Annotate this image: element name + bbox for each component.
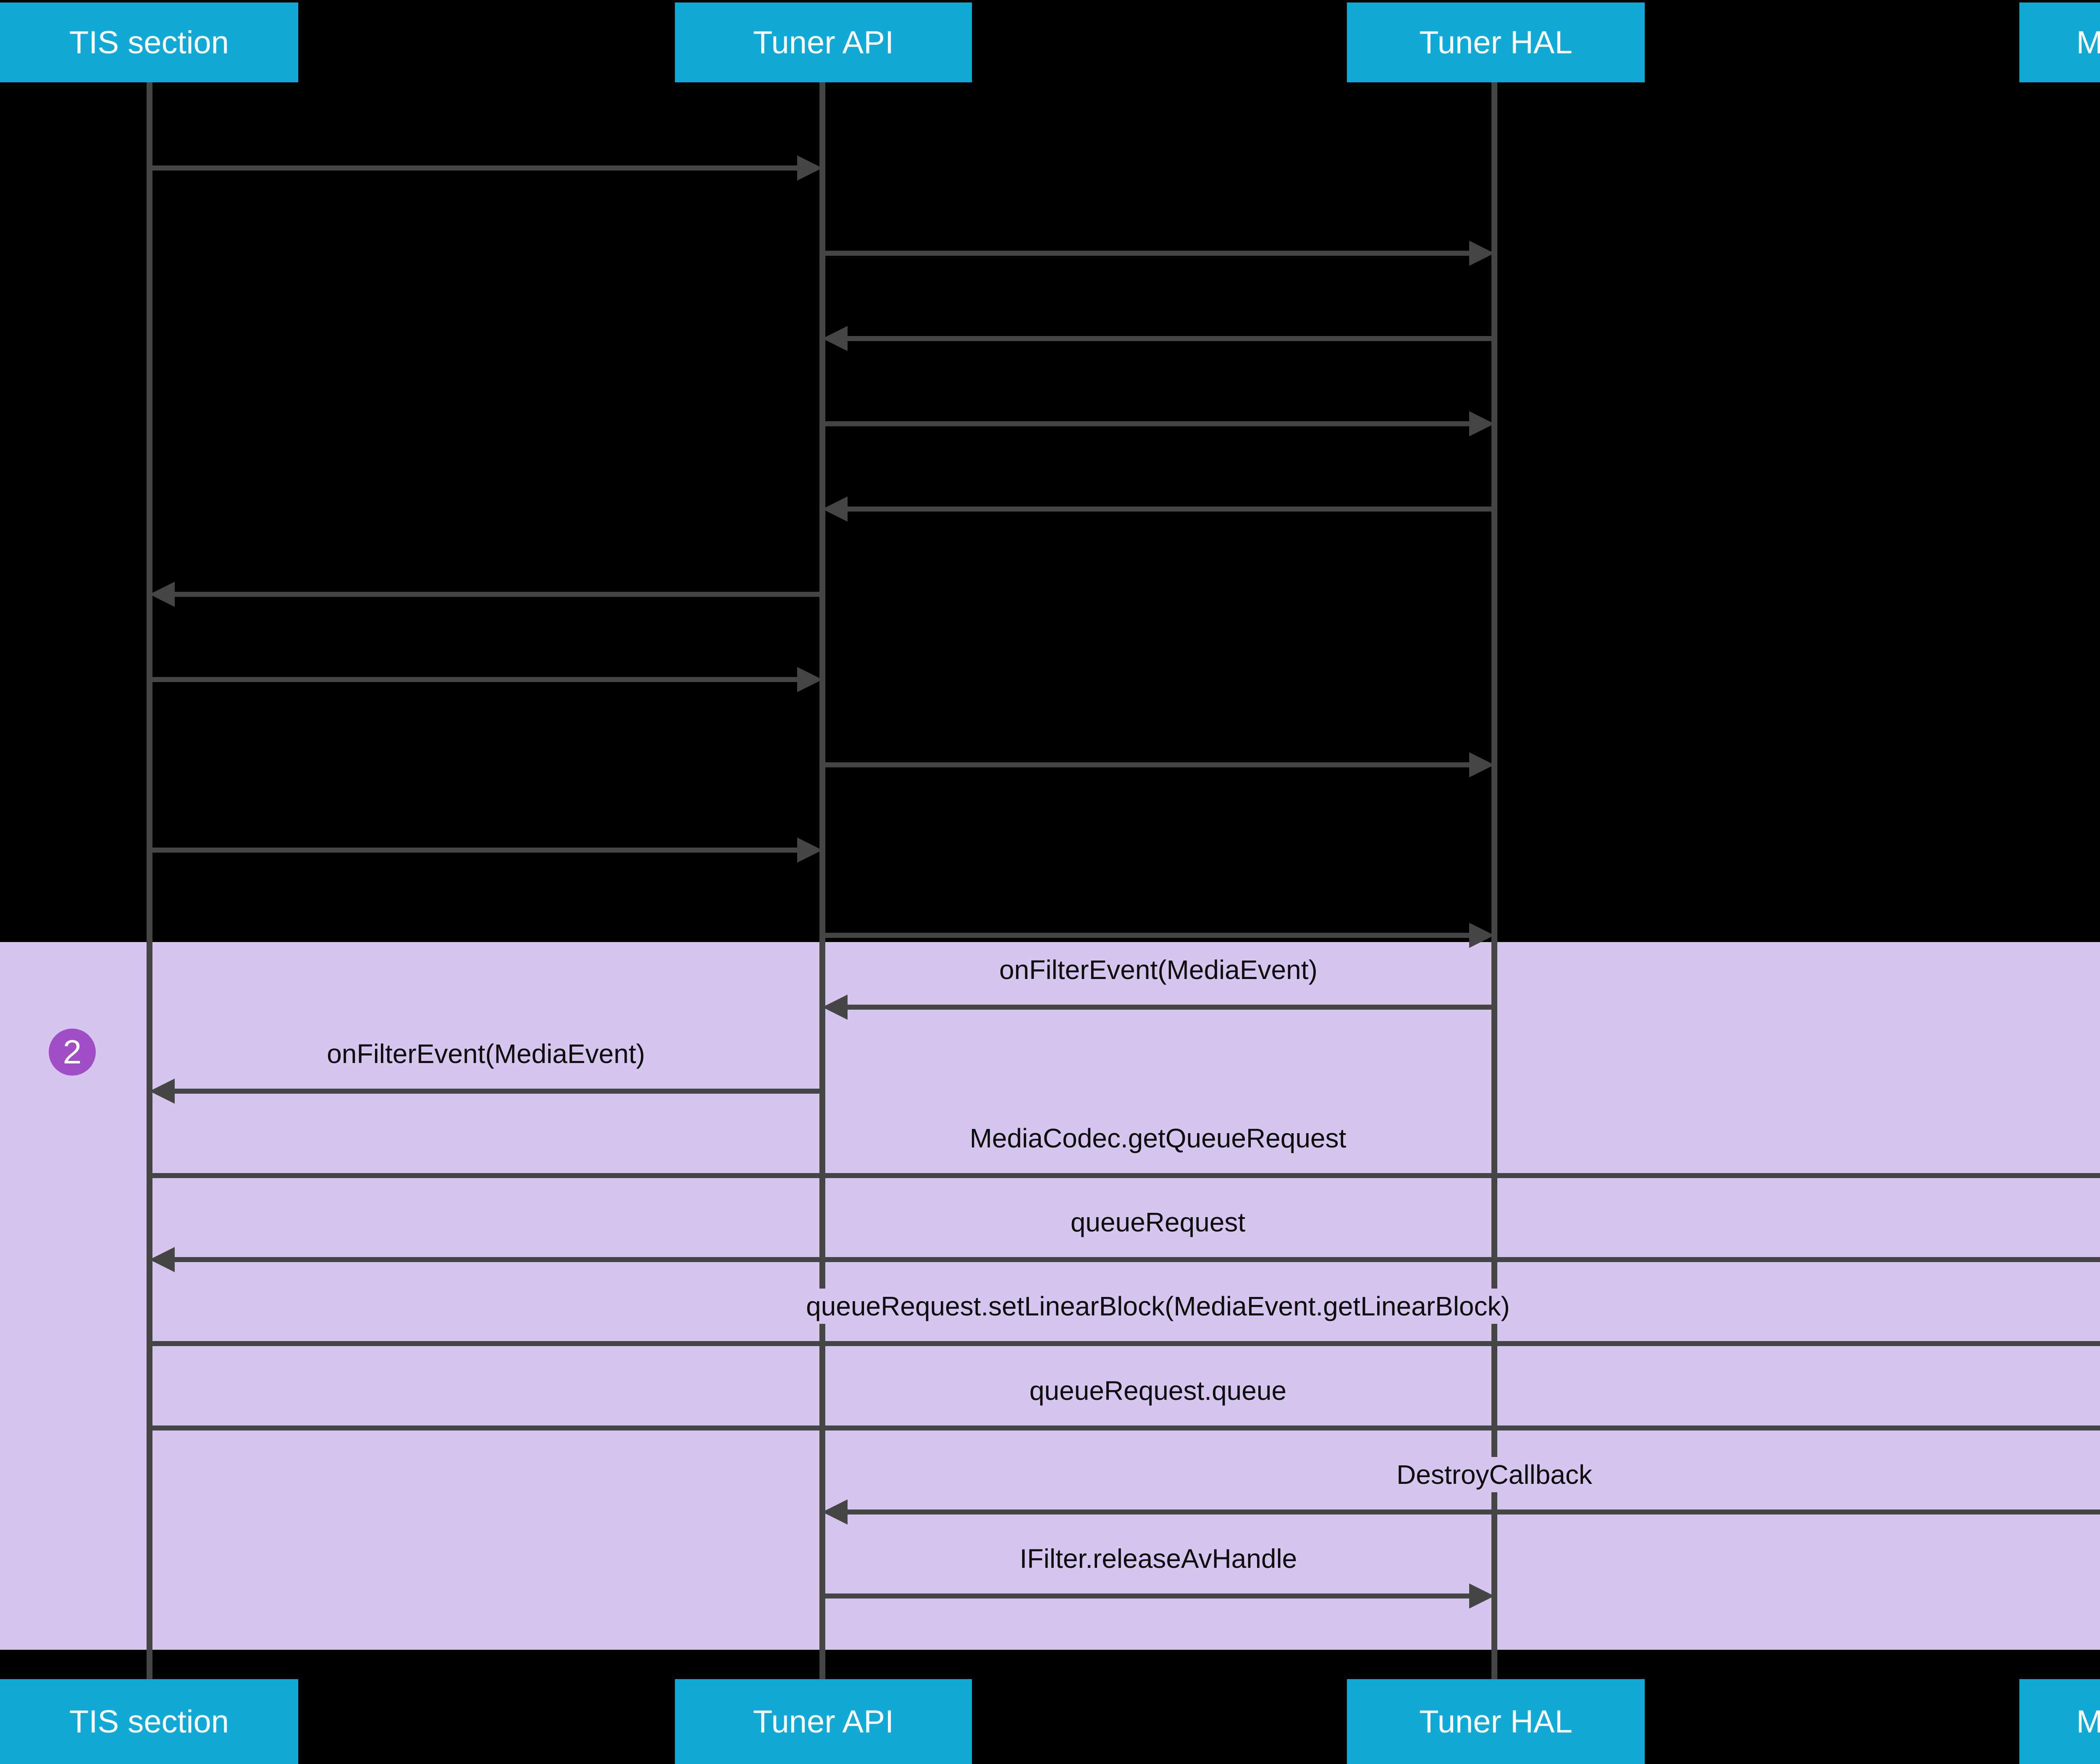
arrowhead-icon bbox=[797, 155, 822, 181]
message-line bbox=[150, 1173, 2100, 1178]
message-line bbox=[822, 933, 1486, 938]
message-line bbox=[822, 1593, 1486, 1599]
message-line bbox=[822, 251, 1486, 256]
actor-label: Tuner HAL bbox=[1419, 24, 1572, 60]
message-arrow bbox=[150, 1245, 2100, 1274]
arrowhead-icon bbox=[1469, 1583, 1494, 1609]
message-arrow bbox=[150, 1329, 2100, 1358]
arrowhead-icon bbox=[1469, 241, 1494, 266]
actor-label: MediaCodec bbox=[2076, 1704, 2100, 1740]
message-arrow bbox=[822, 495, 1494, 523]
message-label: queueRequest bbox=[1056, 1205, 1260, 1240]
message-arrow bbox=[150, 665, 822, 694]
arrowhead-icon bbox=[822, 1499, 848, 1525]
message-arrow bbox=[150, 1414, 2100, 1442]
arrowhead-icon bbox=[1469, 923, 1494, 948]
arrowhead-icon bbox=[822, 995, 848, 1020]
message-label: IFilter.releaseAvHandle bbox=[1005, 1541, 1312, 1576]
message-arrow bbox=[822, 751, 1494, 779]
message-line bbox=[150, 1425, 2100, 1431]
actor-label: Tuner API bbox=[753, 24, 894, 60]
arrowhead-icon bbox=[150, 1079, 175, 1104]
actor-header-top-mediacodec: MediaCodec bbox=[2019, 3, 2100, 82]
arrowhead-icon bbox=[822, 496, 848, 522]
message-label: queueRequest.queue bbox=[1015, 1373, 1301, 1408]
actor-label: TIS section bbox=[69, 1704, 229, 1740]
actor-label: MediaCodec bbox=[2076, 24, 2100, 60]
message-line bbox=[150, 677, 814, 682]
message-line bbox=[831, 336, 1494, 341]
actor-label: TIS section bbox=[69, 24, 229, 60]
actor-header-top-tis: TIS section bbox=[0, 3, 298, 82]
message-line bbox=[158, 1089, 822, 1094]
actor-header-top-tuner_hal: Tuner HAL bbox=[1347, 3, 1645, 82]
message-arrow bbox=[822, 1582, 1494, 1610]
actor-header-bottom-mediacodec: MediaCodec bbox=[2019, 1679, 2100, 1764]
message-arrow bbox=[822, 1498, 2100, 1526]
message-line bbox=[150, 165, 814, 171]
message-arrow bbox=[822, 324, 1494, 353]
message-label: onFilterEvent(MediaEvent) bbox=[312, 1036, 659, 1071]
message-line bbox=[831, 507, 1494, 512]
message-label: onFilterEvent(MediaEvent) bbox=[985, 952, 1332, 987]
lifeline-tuner_api bbox=[819, 82, 825, 1679]
message-arrow bbox=[822, 921, 1494, 950]
actor-header-top-tuner_api: Tuner API bbox=[675, 3, 972, 82]
arrowhead-icon bbox=[150, 582, 175, 607]
actor-header-bottom-tuner_api: Tuner API bbox=[675, 1679, 972, 1764]
arrowhead-icon bbox=[1469, 411, 1494, 436]
message-label: MediaCodec.getQueueRequest bbox=[955, 1121, 1361, 1156]
arrowhead-icon bbox=[797, 667, 822, 692]
arrowhead-icon bbox=[1469, 752, 1494, 777]
message-line bbox=[150, 1341, 2100, 1346]
message-arrow bbox=[150, 580, 822, 609]
message-arrow bbox=[150, 1077, 822, 1105]
message-line bbox=[831, 1509, 2100, 1515]
step-badge: 2 bbox=[49, 1029, 96, 1076]
actor-header-bottom-tuner_hal: Tuner HAL bbox=[1347, 1679, 1645, 1764]
arrowhead-icon bbox=[150, 1247, 175, 1272]
step-badge-label: 2 bbox=[63, 1033, 82, 1071]
message-line bbox=[150, 848, 814, 853]
message-line bbox=[158, 592, 822, 597]
message-line bbox=[822, 421, 1486, 426]
message-line bbox=[822, 762, 1486, 767]
message-arrow bbox=[150, 1161, 2100, 1190]
message-label: DestroyCallback bbox=[1382, 1457, 1606, 1492]
actor-header-bottom-tis: TIS section bbox=[0, 1679, 298, 1764]
arrowhead-icon bbox=[797, 837, 822, 863]
message-arrow bbox=[150, 154, 822, 182]
message-label: queueRequest.setLinearBlock(MediaEvent.g… bbox=[792, 1289, 1524, 1324]
message-arrow bbox=[822, 239, 1494, 268]
message-arrow bbox=[150, 836, 822, 864]
message-line bbox=[831, 1005, 1494, 1010]
actor-label: Tuner HAL bbox=[1419, 1704, 1572, 1740]
lifeline-tis bbox=[147, 82, 152, 1679]
message-arrow bbox=[822, 410, 1494, 438]
message-line bbox=[158, 1257, 2100, 1262]
arrowhead-icon bbox=[822, 326, 848, 351]
actor-label: Tuner API bbox=[753, 1704, 894, 1740]
lifeline-tuner_hal bbox=[1491, 82, 1497, 1679]
message-arrow bbox=[822, 993, 1494, 1021]
